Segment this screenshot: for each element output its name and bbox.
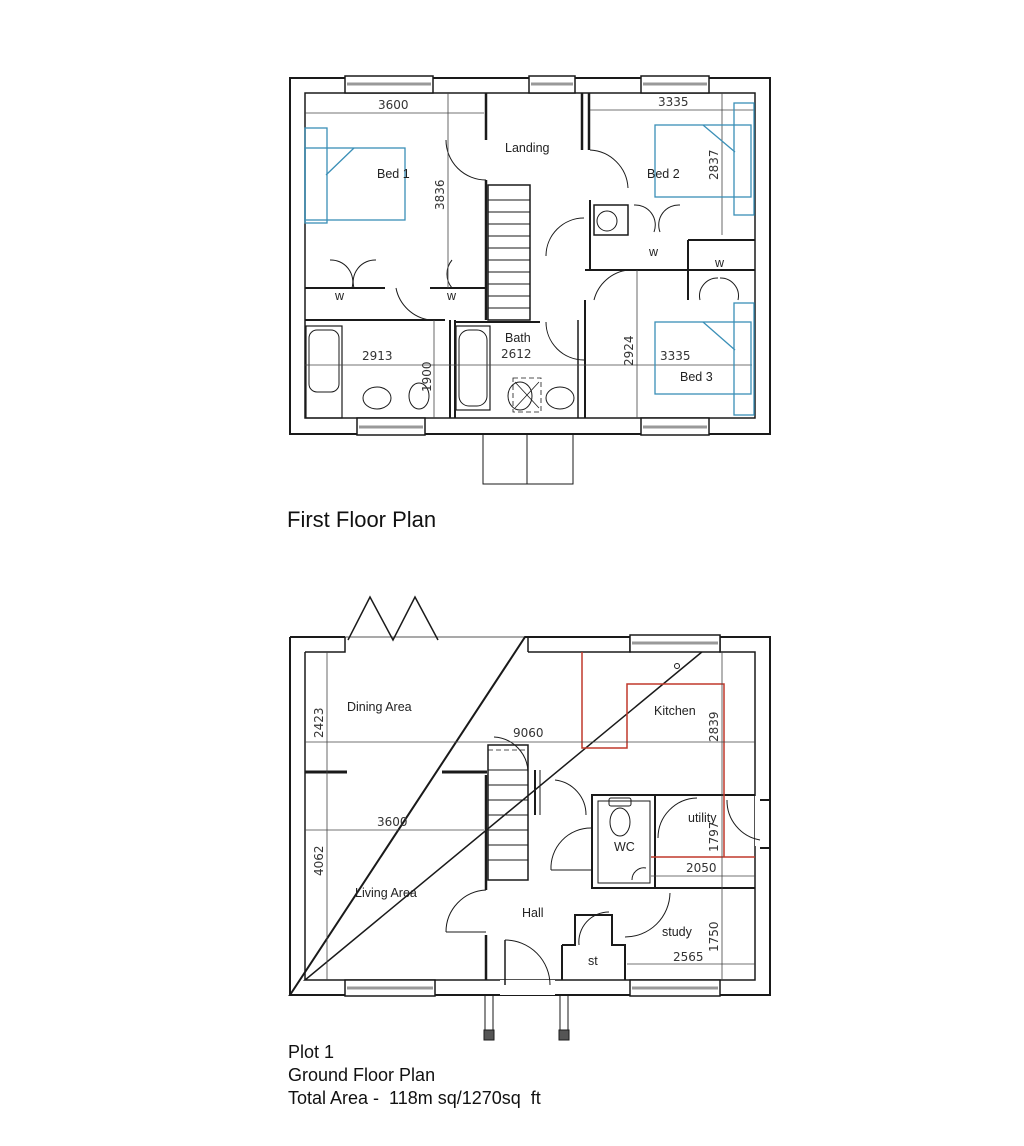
room-label-utility: utility (688, 811, 717, 825)
room-label-living-area: Living Area (355, 886, 417, 900)
dim-bed-2-depth: 2837 (707, 149, 721, 180)
wardrobe-label-bed-3: w (714, 256, 725, 270)
dim-dining-depth: 2423 (312, 707, 326, 738)
wardrobe-label-landing: w (446, 289, 457, 303)
ground-floor-caption: Plot 1 Ground Floor Plan Total Area - 11… (288, 1041, 541, 1110)
dim-bed-1-width: 3600 (378, 98, 409, 112)
dim-study-depth: 1750 (707, 921, 721, 952)
total-area-label: Total Area - 118m sq/1270sq ft (288, 1088, 541, 1108)
room-label-kitchen: Kitchen (654, 704, 696, 718)
room-label-store: st (588, 954, 598, 968)
room-label-bed-3: Bed 3 (680, 370, 713, 384)
dim-bed-3-width: 3335 (660, 349, 691, 363)
dim-kitchen-depth: 2839 (707, 711, 721, 742)
ground-floor-plan (288, 595, 771, 1041)
room-label-landing: Landing (505, 141, 550, 155)
ground-floor-labels: Dining Area Kitchen Living Area Hall WC … (312, 700, 721, 968)
first-floor-plan (289, 75, 771, 485)
dim-living-width: 3600 (377, 815, 408, 829)
dim-utility-depth: 1797 (707, 821, 721, 852)
room-label-bed-2: Bed 2 (647, 167, 680, 181)
dim-living-depth: 4062 (312, 845, 326, 876)
room-label-study: study (662, 925, 693, 939)
ground-floor-plan-title: Ground Floor Plan (288, 1065, 436, 1085)
dim-overall-width: 9060 (513, 726, 544, 740)
dim-utility-width: 2050 (686, 861, 717, 875)
dim-bed-3-depth: 2924 (622, 335, 636, 366)
dim-bed-2-width: 3335 (658, 95, 689, 109)
dim-bath-width: 2612 (501, 347, 532, 361)
room-label-dining-area: Dining Area (347, 700, 412, 714)
dim-ensuite-depth: 1900 (420, 361, 434, 392)
first-floor-labels: Bed 1 Landing Bed 2 Bath Bed 3 w w w w 3… (334, 95, 725, 392)
wardrobe-label-bed-2: w (648, 245, 659, 259)
room-label-wc: WC (614, 840, 635, 854)
dim-study-width: 2565 (673, 950, 704, 964)
wardrobe-label-bed-1: w (334, 289, 345, 303)
first-floor-plan-title: First Floor Plan (287, 507, 437, 532)
dim-ensuite-width: 2913 (362, 349, 393, 363)
room-label-bath: Bath (505, 331, 531, 345)
room-label-hall: Hall (522, 906, 544, 920)
dim-bed-1-depth: 3836 (433, 179, 447, 210)
plot-label: Plot 1 (288, 1042, 335, 1062)
room-label-bed-1: Bed 1 (377, 167, 410, 181)
